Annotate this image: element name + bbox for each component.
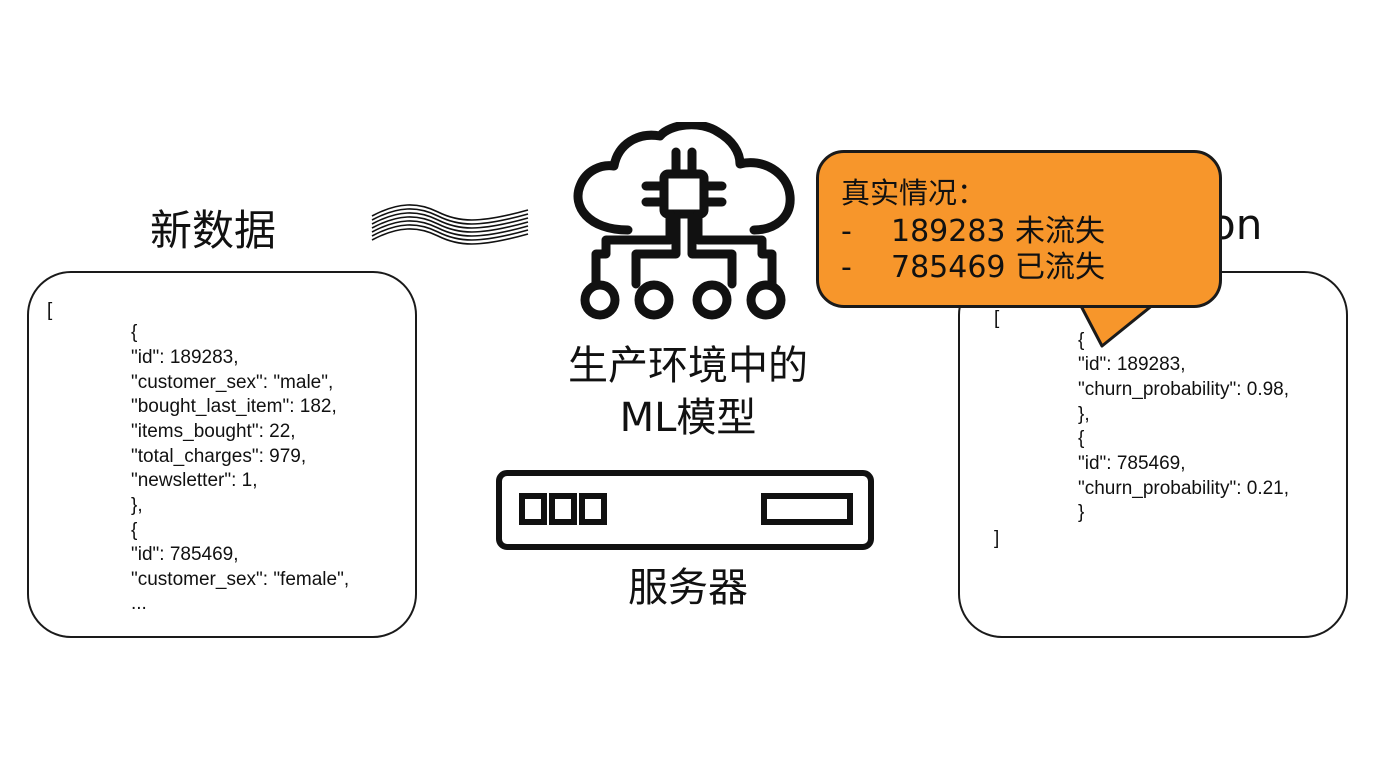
json-line: "bought_last_item": 182, [131,396,337,417]
json-line: [ [47,300,53,321]
json-line: "items_bought": 22, [131,421,296,442]
json-line: "churn_probability": 0.21, [1078,478,1290,499]
json-line: { [1078,428,1085,449]
json-line: "customer_sex": "male", [131,372,334,393]
json-line: ... [131,593,147,614]
callout-item-text: 785469 已流失 [891,250,1106,285]
json-line: { [131,322,138,343]
json-line: }, [1078,404,1090,425]
json-line: ] [994,528,1000,549]
json-line: }, [131,495,143,516]
callout-bullet: - [841,214,852,249]
json-line: "id": 189283, [1078,354,1186,375]
input-json-card: [ { "id": 189283, "customer_sex": "male"… [27,271,417,638]
json-line: "id": 785469, [131,544,239,565]
wave-arrow-icon [371,204,529,245]
output-json-card: [ { "id": 189283, "churn_probability": 0… [958,271,1348,638]
json-line: } [1078,502,1085,523]
json-line: "newsletter": 1, [131,470,258,491]
json-line: "churn_probability": 0.98, [1078,379,1290,400]
model-label-line1: 生产环境中的 [568,343,808,389]
callout-title: 真实情况： [841,176,987,210]
ground-truth-callout: 真实情况： - 189283 未流失 - 785469 已流失 [816,150,1222,308]
callout-bullet: - [841,250,852,285]
json-line: [ [994,308,1000,329]
json-line: { [131,520,138,541]
server-icon [496,470,874,550]
model-label-line2: ML模型 [619,395,757,441]
new-data-heading: 新数据 [150,206,277,255]
json-line: "id": 785469, [1078,453,1186,474]
cloud-chip-icon [573,122,795,320]
json-line: "customer_sex": "female", [131,569,350,590]
callout-item-text: 189283 未流失 [891,214,1106,249]
json-line: "id": 189283, [131,347,239,368]
json-line: "total_charges": 979, [131,446,307,467]
server-label: 服务器 [628,565,748,611]
json-line: { [1078,330,1085,351]
